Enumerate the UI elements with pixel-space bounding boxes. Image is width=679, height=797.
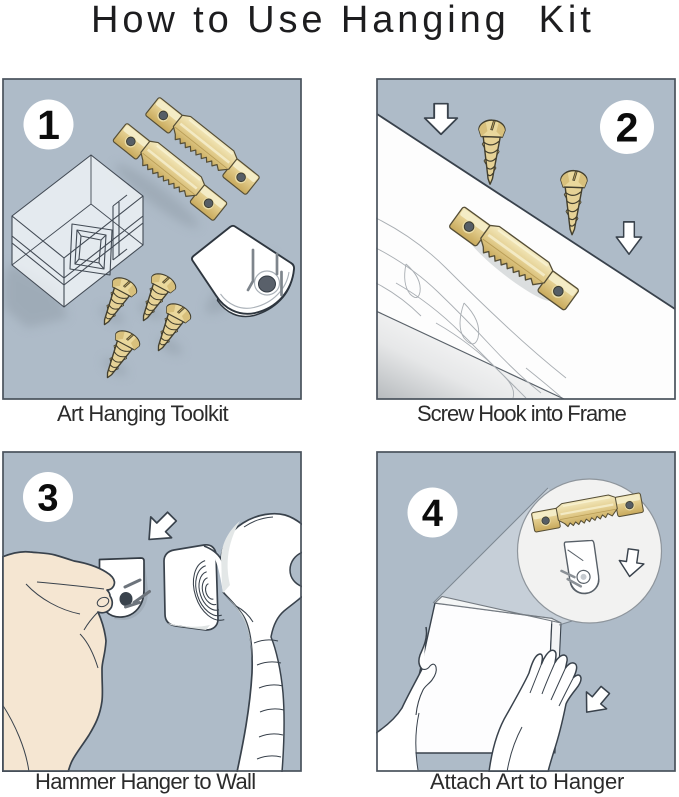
svg-text:4: 4 <box>422 493 443 535</box>
svg-text:2: 2 <box>616 105 639 151</box>
svg-text:1: 1 <box>37 102 60 148</box>
svg-text:3: 3 <box>37 478 58 520</box>
